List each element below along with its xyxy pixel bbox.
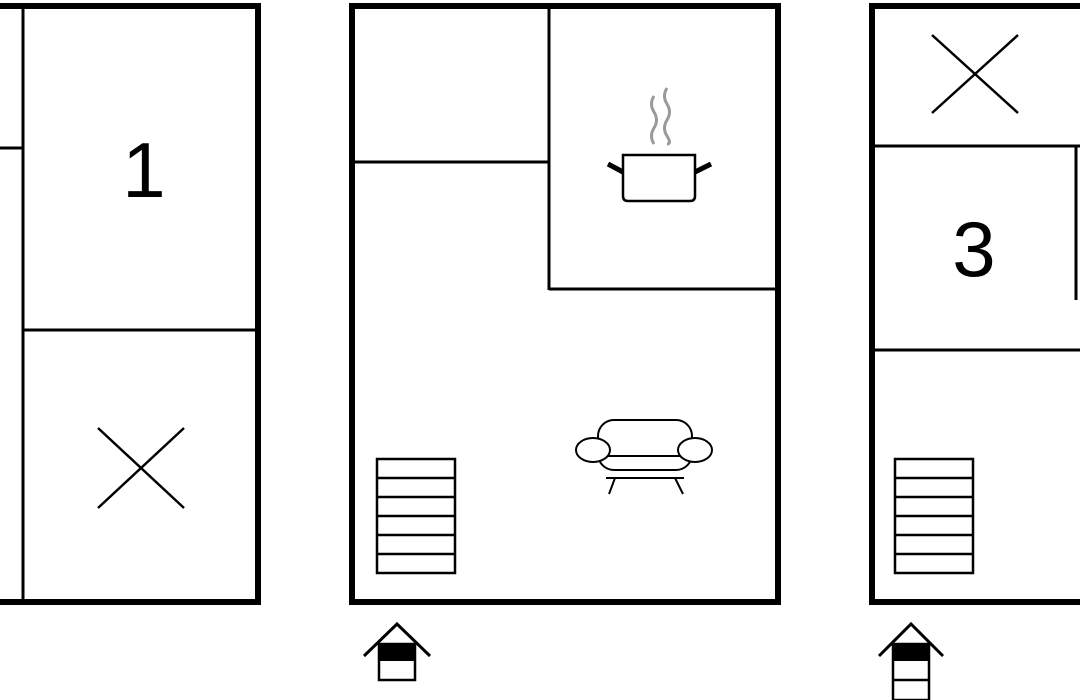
sofa-icon [575,419,713,495]
cross-icon [931,34,1019,114]
left-floor [0,3,261,605]
stairs-icon [375,457,457,575]
cooking-pot-icon [606,87,713,203]
entrance-house-icon [362,621,432,682]
room-label-3: 3 [952,205,995,293]
right-floor [869,3,1080,605]
stairs-icon [893,457,975,575]
left-floor-outer-wall [0,3,261,605]
right-floor-outer-wall [869,3,1080,605]
cross-icon [97,427,185,509]
middle-floor [349,3,781,605]
entrance-house-icon [877,621,945,700]
middle-floor-outer-wall [349,3,781,605]
room-label-1: 1 [122,126,165,214]
